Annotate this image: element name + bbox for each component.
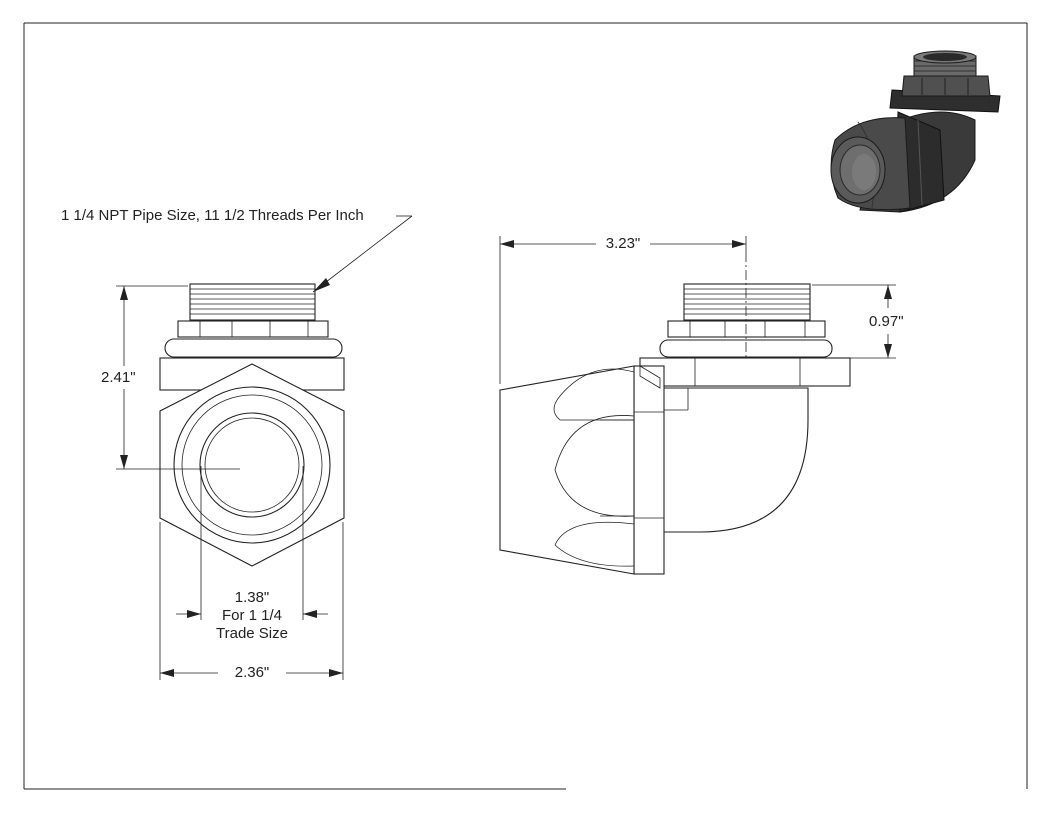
fitting-3d-render (830, 50, 1001, 213)
front-locknut (177, 320, 329, 338)
side-flange (639, 357, 851, 387)
dim-thread-height-lines (812, 284, 896, 359)
dim-height-label: 2.41" (101, 369, 136, 386)
side-hex-nut (633, 365, 665, 575)
dim-length-label: 3.23" (605, 235, 641, 252)
dim-bore-note-line1: For 1 1/4 (221, 607, 283, 624)
callout-thread-spec: 1 1/4 NPT Pipe Size, 11 1/2 Threads Per … (61, 207, 364, 224)
side-cone-nut (499, 365, 635, 575)
dim-height-lines (116, 285, 200, 470)
side-view (499, 252, 851, 575)
dim-width-label: 2.36" (234, 664, 270, 681)
side-locknut (667, 320, 826, 338)
dim-thread-height-label: 0.97" (869, 313, 904, 330)
front-hex-nut (159, 363, 345, 567)
dim-length-lines (499, 236, 747, 384)
dim-bore-note-line2: Trade Size (216, 625, 288, 642)
dim-bore-label: 1.38" (234, 589, 270, 606)
front-thread (189, 283, 316, 321)
front-view (159, 283, 345, 567)
callout-leader (312, 215, 413, 293)
side-thread (683, 283, 811, 321)
front-gasket (164, 338, 343, 358)
side-elbow (659, 387, 809, 533)
sheet-border (23, 22, 1028, 790)
dim-width-lines (159, 522, 344, 680)
dim-bore-lines (176, 466, 328, 620)
